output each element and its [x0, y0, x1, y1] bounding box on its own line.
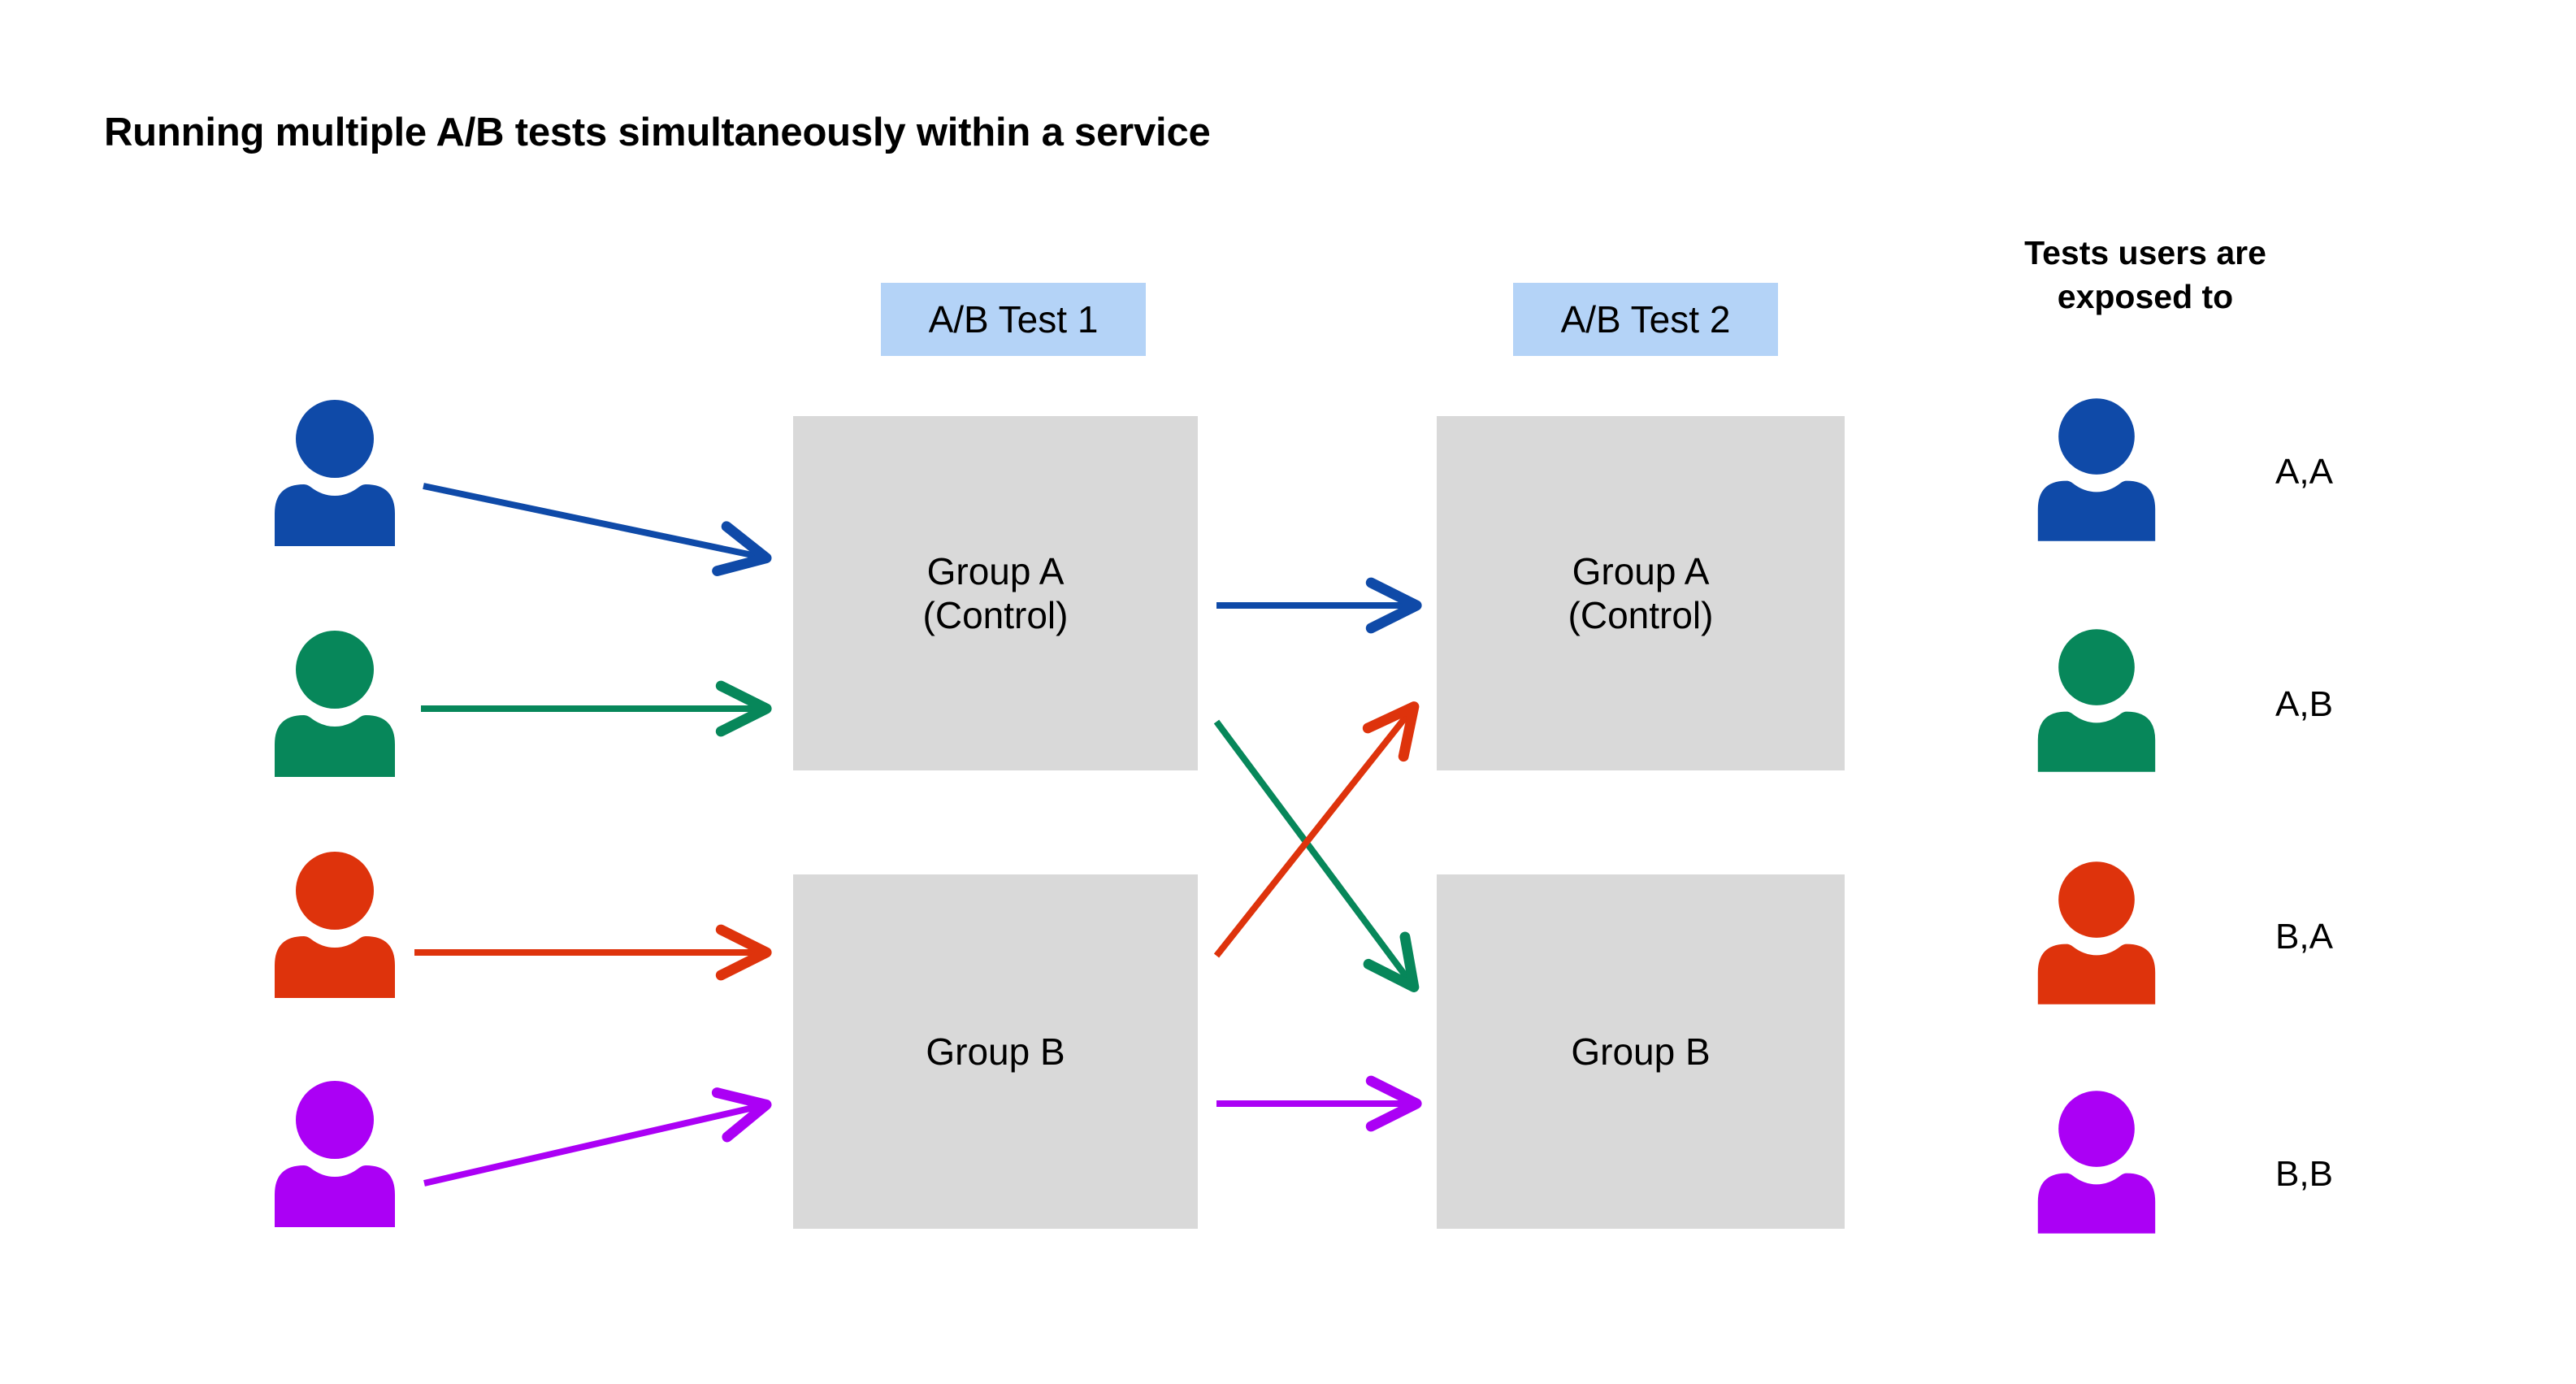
test-header-1-label: A/B Test 1	[928, 298, 1099, 341]
arrow-magenta-user-to-test1	[423, 1087, 772, 1187]
user-person-icon-red	[275, 852, 395, 998]
test-header-2: A/B Test 2	[1513, 283, 1778, 356]
test2-group-b-box: Group B	[1437, 874, 1845, 1229]
user-person-icon-green	[275, 631, 395, 777]
exposure-person-icon-blue	[2037, 398, 2156, 541]
exposure-label-magenta: B,B	[2275, 1154, 2333, 1194]
test1-group-b-label: Group B	[926, 1030, 1065, 1073]
exposure-column-heading: Tests users are exposed to	[1983, 231, 2308, 319]
test1-group-a-sublabel: (Control)	[922, 594, 1069, 636]
exposure-heading-line-2: exposed to	[2057, 278, 2234, 316]
user-person-icon-blue	[275, 400, 395, 546]
exposure-person-icon-red	[2037, 861, 2156, 1004]
arrow-red-test1b-to-test2a	[1213, 701, 1420, 958]
test2-group-a-sublabel: (Control)	[1568, 594, 1714, 636]
exposure-label-blue: A,A	[2275, 452, 2333, 492]
exposure-label-green: A,B	[2275, 684, 2333, 724]
user-person-icon-magenta	[275, 1081, 395, 1227]
exposure-person-icon-green	[2037, 629, 2156, 772]
exposure-person-icon-magenta	[2037, 1091, 2156, 1234]
test2-group-b-label: Group B	[1571, 1030, 1711, 1073]
arrow-blue-user-to-test1	[423, 483, 772, 576]
test1-group-b-box: Group B	[793, 874, 1198, 1229]
arrow-green-test1a-to-test2b	[1213, 719, 1420, 992]
exposure-label-red: B,A	[2275, 917, 2333, 957]
test-header-2-label: A/B Test 2	[1560, 298, 1731, 341]
test2-group-a-box: Group A (Control)	[1437, 416, 1845, 770]
page-title: Running multiple A/B tests simultaneousl…	[104, 111, 1211, 154]
test1-group-a-label: Group A	[926, 549, 1065, 592]
test2-group-a-label: Group A	[1572, 549, 1710, 592]
test1-group-a-box: Group A (Control)	[793, 416, 1198, 770]
test-header-1: A/B Test 1	[881, 283, 1146, 356]
exposure-heading-line-1: Tests users are	[2024, 234, 2266, 271]
